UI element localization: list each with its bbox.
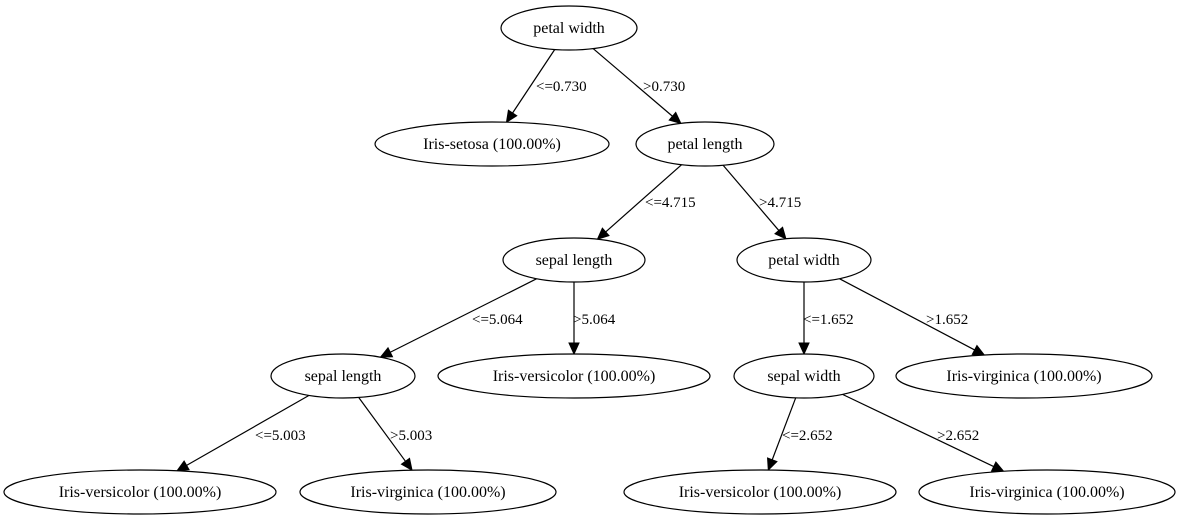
node-ellipse [374, 121, 610, 167]
tree-edge: >1.652 [839, 278, 986, 356]
edges-layer: <=0.730 >0.730 <=4.715 >4.715 <=5.064 >5.064 <… [175, 48, 1005, 472]
edge-condition-label: <=4.715 [645, 195, 696, 211]
tree-edge: >0.730 [592, 48, 685, 125]
node-label: petal length [667, 136, 742, 153]
tree-node: Iris-versicolor (100.00%) [623, 469, 897, 515]
node-ellipse [733, 353, 875, 399]
arrowhead-icon [774, 226, 787, 240]
tree-node: Iris-virginica (100.00%) [918, 469, 1176, 515]
edge-condition-label: <=5.003 [255, 428, 306, 444]
arrowhead-icon [971, 344, 986, 356]
arrowhead-icon [400, 457, 413, 472]
edge-line [771, 397, 797, 460]
tree-edge: >5.064 [568, 282, 616, 356]
node-label: Iris-virginica (100.00%) [350, 484, 505, 501]
arrowhead-icon [767, 457, 778, 472]
tree-node: Iris-setosa (100.00%) [374, 121, 610, 167]
node-label: sepal length [305, 368, 382, 385]
node-label: petal width [768, 252, 840, 269]
tree-node: petal width [736, 237, 872, 283]
edge-condition-label: >5.064 [573, 312, 616, 328]
arrowhead-icon [175, 460, 190, 472]
edge-condition-label: <=5.064 [472, 312, 523, 328]
node-ellipse [502, 237, 646, 283]
arrowhead-icon [379, 346, 394, 358]
edge-condition-label: >0.730 [643, 79, 685, 95]
edge-line [186, 394, 310, 466]
edge-condition-label: <=2.652 [782, 428, 833, 444]
node-label: Iris-virginica (100.00%) [946, 368, 1101, 385]
node-label: Iris-versicolor (100.00%) [493, 368, 656, 385]
tree-node: sepal width [733, 353, 875, 399]
edge-line [605, 164, 683, 233]
node-label: Iris-virginica (100.00%) [969, 484, 1124, 501]
node-ellipse [918, 469, 1176, 515]
tree-edge: >2.652 [842, 393, 1005, 472]
node-ellipse [500, 5, 638, 51]
edge-condition-label: >4.715 [759, 195, 801, 211]
tree-edge: <=4.715 [596, 164, 696, 241]
arrowhead-icon [568, 342, 580, 356]
tree-edge: >4.715 [722, 164, 801, 240]
node-label: Iris-versicolor (100.00%) [679, 484, 842, 501]
tree-node: Iris-versicolor (100.00%) [3, 469, 277, 515]
arrowhead-icon [596, 227, 610, 241]
node-ellipse [895, 353, 1153, 399]
edge-line [842, 393, 994, 468]
node-ellipse [736, 237, 872, 283]
tree-node: Iris-virginica (100.00%) [895, 353, 1153, 399]
node-ellipse [635, 121, 775, 167]
arrowhead-icon [990, 461, 1005, 472]
arrowhead-icon [505, 109, 518, 124]
tree-node: petal length [635, 121, 775, 167]
tree-node: sepal length [270, 353, 416, 399]
tree-edge: >5.003 [358, 397, 432, 472]
edge-condition-label: <=0.730 [536, 79, 587, 95]
tree-edge: <=1.652 [798, 282, 854, 356]
node-ellipse [3, 469, 277, 515]
node-ellipse [623, 469, 897, 515]
edge-line [512, 49, 556, 114]
node-ellipse [437, 353, 711, 399]
arrowhead-icon [668, 111, 682, 125]
edge-condition-label: >2.652 [937, 428, 979, 444]
node-label: Iris-versicolor (100.00%) [59, 484, 222, 501]
edge-line [722, 164, 780, 231]
node-ellipse [270, 353, 416, 399]
edge-line [389, 278, 537, 353]
edge-line [592, 48, 673, 117]
tree-edge: <=0.730 [505, 49, 587, 124]
edge-line [358, 397, 406, 462]
edge-condition-label: <=1.652 [803, 312, 854, 328]
node-label: sepal length [536, 252, 613, 269]
edge-condition-label: >5.003 [390, 428, 432, 444]
tree-edge: <=2.652 [767, 397, 833, 472]
tree-node: sepal length [502, 237, 646, 283]
node-label: Iris-setosa (100.00%) [423, 136, 561, 153]
arrowhead-icon [798, 342, 810, 356]
tree-node: Iris-virginica (100.00%) [299, 469, 557, 515]
tree-edge: <=5.003 [175, 394, 310, 472]
tree-edge: <=5.064 [379, 278, 537, 358]
tree-node: Iris-versicolor (100.00%) [437, 353, 711, 399]
node-label: petal width [533, 20, 605, 37]
edge-line [839, 278, 975, 351]
edge-condition-label: >1.652 [926, 312, 968, 328]
node-label: sepal width [767, 368, 840, 385]
tree-node: petal width [500, 5, 638, 51]
node-ellipse [299, 469, 557, 515]
